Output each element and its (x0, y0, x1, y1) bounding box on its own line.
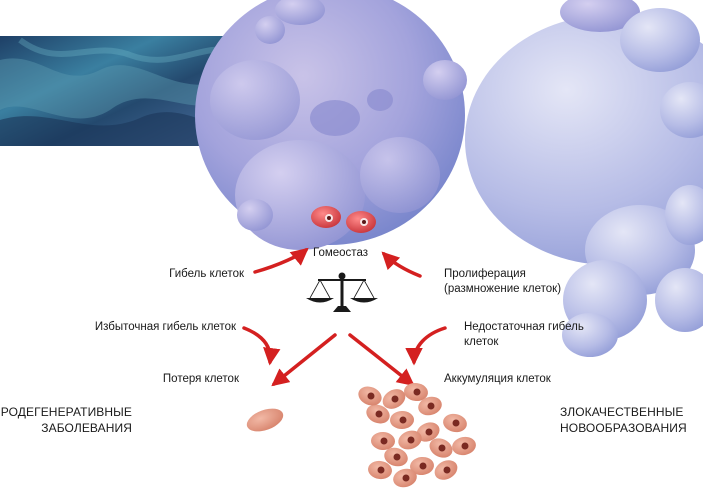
cluster-cell-nucleus (393, 453, 401, 461)
excess-death-label: Избыточная гибель клеток (94, 321, 236, 333)
cluster-cell-nucleus (367, 392, 375, 400)
cell-accumulation-label: Аккумуляция клеток (444, 373, 551, 385)
arrow-insufficient-death (405, 326, 447, 366)
left-cell-blob (195, 0, 467, 250)
proliferation-label: Пролиферация (444, 268, 526, 280)
cell-loss-label: Потеря клеток (162, 373, 239, 385)
cluster-cell-nucleus (461, 442, 469, 450)
arrow-excess-death (242, 326, 281, 366)
proliferation-sub-label: (размножение клеток) (444, 283, 562, 295)
cluster-cell-nucleus (419, 462, 427, 470)
right-cell-blob (465, 0, 703, 357)
arrow-cell-death (253, 247, 309, 274)
neurodegenerative-title-line2: ЗАБОЛЕВАНИЯ (41, 421, 132, 435)
arrows (242, 247, 447, 387)
cell-death-label: Гибель клеток (169, 268, 244, 280)
malignant-title-line2: НОВООБРАЗОВАНИЯ (560, 421, 687, 435)
homeostasis-label: Гомеостаз (313, 247, 368, 259)
cluster-cell-nucleus (375, 410, 383, 418)
cluster-cell-nucleus (427, 402, 435, 410)
cluster-cell-nucleus (425, 428, 433, 436)
cluster-cell-nucleus (380, 437, 388, 445)
micrograph-strip (0, 36, 231, 146)
cluster-cell-nucleus (452, 419, 460, 427)
cluster-cell-nucleus (377, 466, 385, 474)
cluster-cell-nucleus (399, 416, 407, 424)
insufficient-death-label: Недостаточная гибель (464, 321, 584, 333)
cluster-cell-nucleus (438, 444, 446, 452)
cluster-cell-nucleus (407, 436, 415, 444)
arrow-scale-to-loss (271, 333, 337, 387)
neurodegenerative-title-line1: НЕЙРОДЕГЕНЕРАТИВНЫЕ (0, 405, 132, 419)
balance-scale-icon (306, 272, 378, 312)
cluster-cell-nucleus (402, 474, 410, 482)
cluster-cell-nucleus (391, 395, 399, 403)
cluster-cell-nucleus (443, 466, 451, 474)
insufficient-death-sub-label: клеток (464, 336, 499, 348)
single-cell (246, 408, 284, 432)
malignant-title-line1: ЗЛОКАЧЕСТВЕННЫЕ (560, 405, 684, 419)
arrow-scale-to-accumulation (348, 333, 415, 387)
arrow-proliferation (381, 251, 422, 278)
cell-cluster (358, 382, 476, 488)
cluster-cell-nucleus (413, 388, 421, 396)
